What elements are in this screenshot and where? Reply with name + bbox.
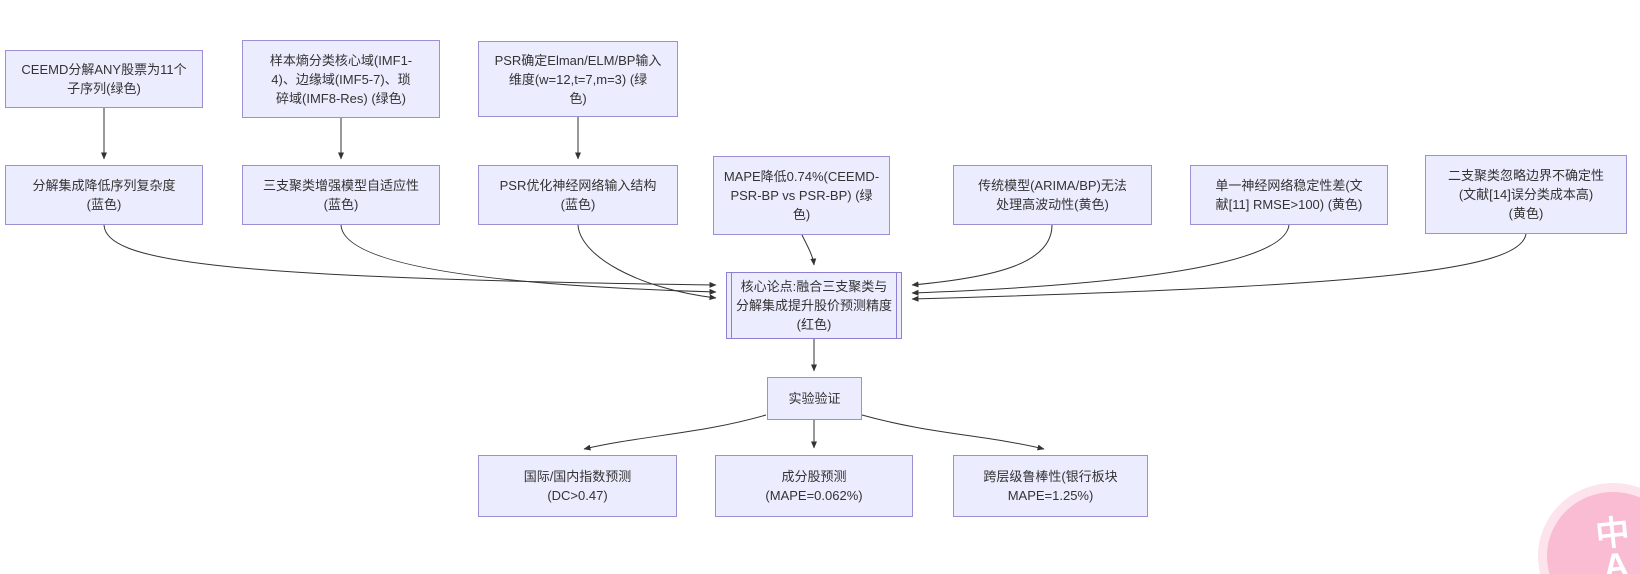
edge-mape-to-core [801,234,817,266]
node-decomposition-complexity: 分解集成降低序列复杂度 (蓝色) [5,165,203,225]
edge-singlenn-to-core [911,224,1290,296]
node-constituent-prediction: 成分股预测 (MAPE=0.062%) [715,455,913,517]
translate-badge-icon: 中 A [1593,512,1632,574]
node-ceemd-decompose: CEEMD分解ANY股票为11个 子序列(绿色) [5,50,203,108]
node-sample-entropy: 样本熵分类核心域(IMF1- 4)、边缘域(IMF5-7)、琐 碎域(IMF8-… [242,40,440,118]
node-mape-improvement: MAPE降低0.74%(CEEMD- PSR-BP vs PSR-BP) (绿 … [713,156,890,235]
node-psr-dimension: PSR确定Elman/ELM/BP输入 维度(w=12,t=7,m=3) (绿 … [478,41,678,117]
node-index-prediction: 国际/国内指数预测 (DC>0.47) [478,455,677,517]
edge-psrstructure-to-core [577,224,717,301]
node-psr-structure: PSR优化神经网络输入结构 (蓝色) [478,165,678,225]
node-single-nn-instability: 单一神经网络稳定性差(文 献[11] RMSE>100) (黄色) [1190,165,1388,225]
node-core-thesis: 核心论点:融合三支聚类与 分解集成提升股价预测精度 (红色) [726,272,902,339]
node-two-way-clustering-limit: 二支聚类忽略边界不确定性 (文献[14]误分类成本高) (黄色) [1425,155,1627,234]
edge-decomposition-to-core [103,224,717,288]
node-cross-level-robustness: 跨层级鲁棒性(银行板块 MAPE=1.25%) [953,455,1148,517]
node-experiment-validation: 实验验证 [767,377,862,420]
edge-twoway-to-core [911,233,1527,302]
edge-experiment-to-index [583,414,767,451]
node-three-way-adaptivity: 三支聚类增强模型自适应性 (蓝色) [242,165,440,225]
node-traditional-model-limit: 传统模型(ARIMA/BP)无法 处理高波动性(黄色) [953,165,1152,225]
edge-traditional-to-core [911,224,1053,288]
edge-threeway-to-core [340,224,717,295]
edge-experiment-to-robustness [861,414,1045,451]
